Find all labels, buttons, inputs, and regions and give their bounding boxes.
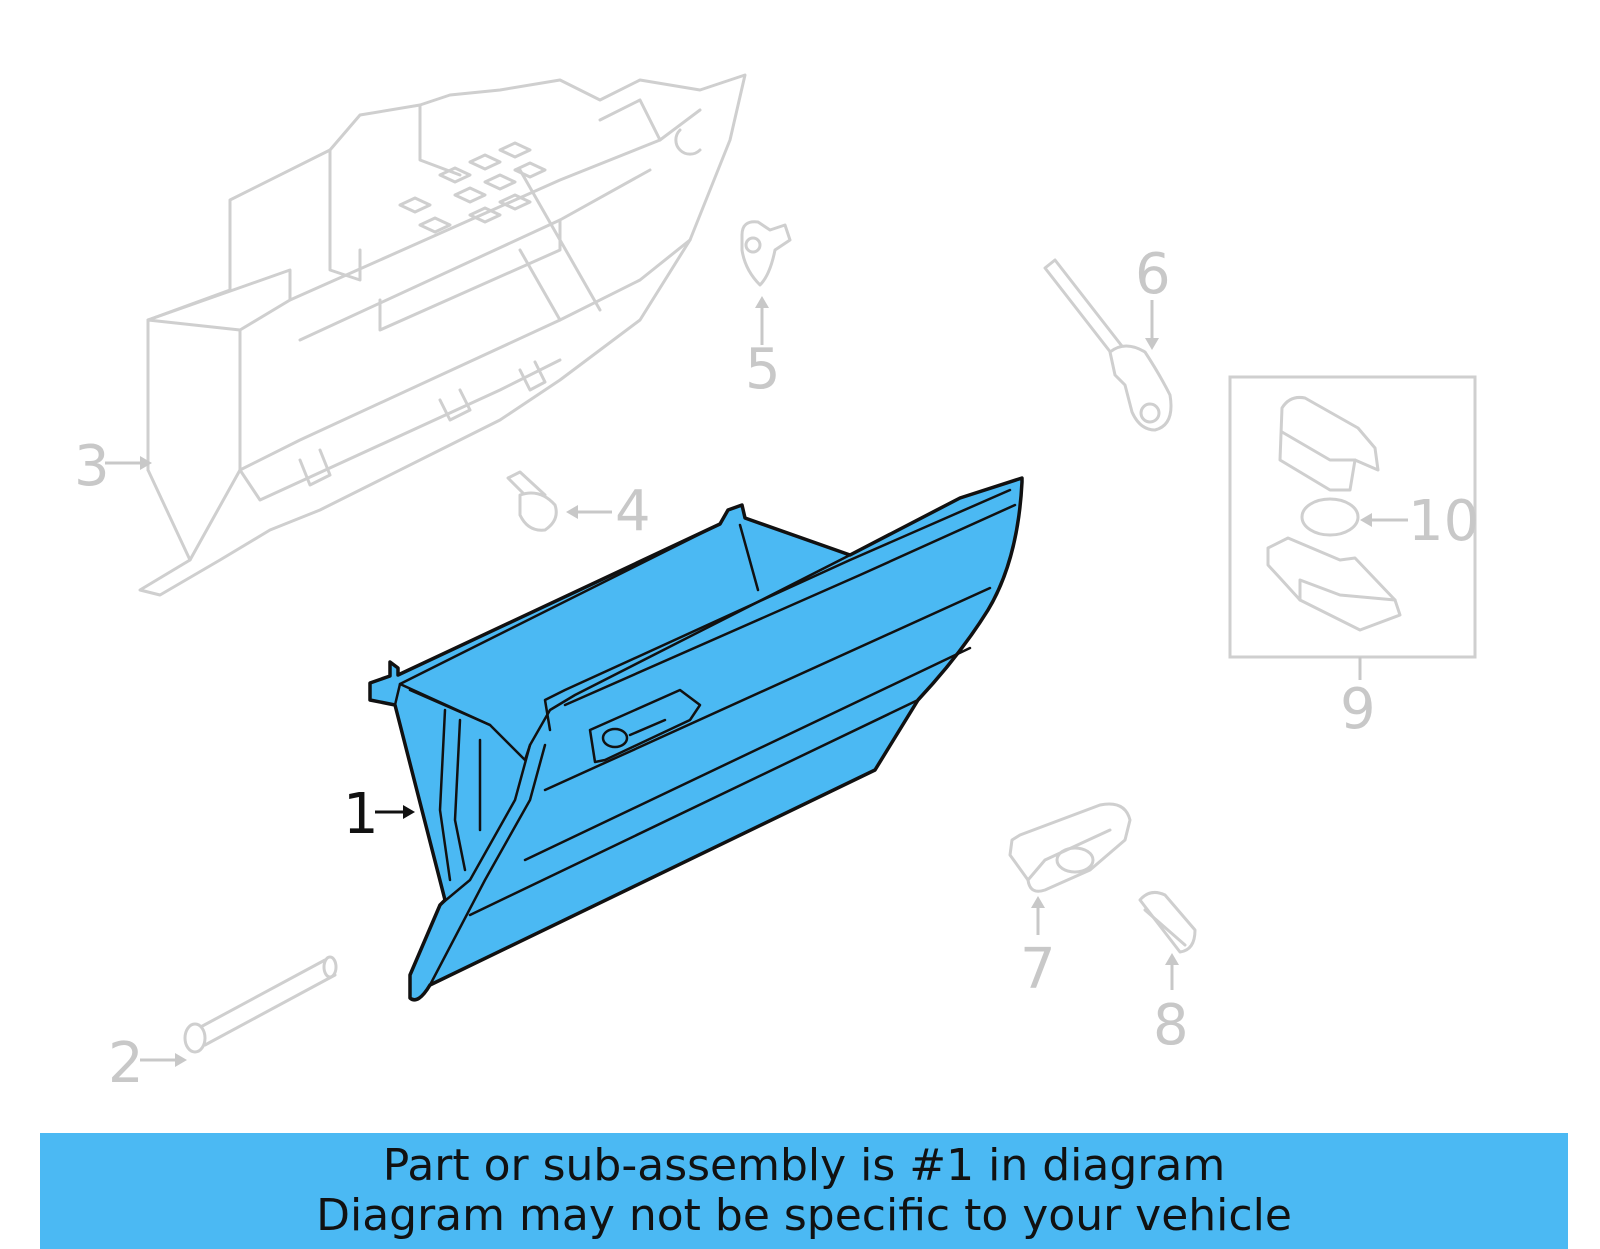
part-8-bulb <box>1138 890 1197 954</box>
callout-9: 9 <box>1340 677 1376 742</box>
banner-line-2: Diagram may not be specific to your vehi… <box>316 1190 1292 1241</box>
callout-4: 4 <box>615 479 651 544</box>
part-1-glove-box <box>368 476 1024 1002</box>
callout-3: 3 <box>74 434 110 499</box>
part-5-clip <box>740 220 792 287</box>
part-9-box <box>1228 375 1477 659</box>
part-3-housing <box>138 73 747 597</box>
parts-diagram: 1 2 3 4 5 6 7 8 9 10 <box>74 73 1479 1096</box>
part-2-pin <box>183 955 338 1054</box>
callout-arrows <box>105 296 1408 1067</box>
callout-5: 5 <box>745 337 781 402</box>
callout-8: 8 <box>1153 993 1189 1058</box>
callout-1: 1 <box>343 782 379 847</box>
part-4-bumper <box>506 470 558 532</box>
callout-6: 6 <box>1135 242 1171 307</box>
banner-line-1: Part or sub-assembly is #1 in diagram <box>382 1140 1226 1191</box>
callout-10: 10 <box>1408 489 1479 554</box>
callout-7: 7 <box>1020 937 1056 1002</box>
info-banner: Part or sub-assembly is #1 in diagram Di… <box>40 1133 1568 1249</box>
part-7-latch <box>1008 802 1132 893</box>
part-6-damper <box>1043 258 1173 432</box>
callout-2: 2 <box>108 1031 144 1096</box>
